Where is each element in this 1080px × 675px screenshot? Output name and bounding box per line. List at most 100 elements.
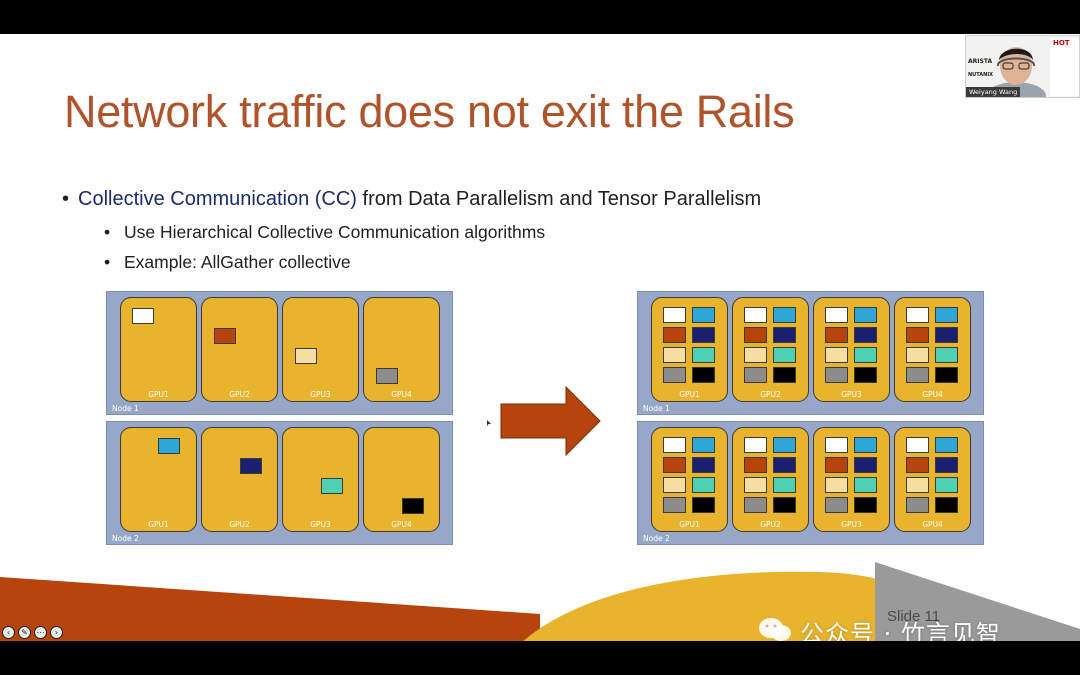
data-chunk xyxy=(663,477,686,493)
gpu-label: GPU3 xyxy=(310,520,331,529)
before-node1-gpu4: GPU4 xyxy=(363,297,440,402)
data-chunk xyxy=(773,347,796,363)
watermark-text: 公众号 · 竹言见智 xyxy=(800,620,1001,641)
data-chunk xyxy=(663,367,686,383)
gpu-label: GPU4 xyxy=(922,390,943,399)
data-chunk xyxy=(692,367,715,383)
data-chunk xyxy=(906,327,929,343)
data-chunk xyxy=(935,477,958,493)
data-chunk xyxy=(773,437,796,453)
after-node-2: GPU1 GPU2 GPU3 GPU4 Node 2 xyxy=(637,421,984,545)
data-chunk xyxy=(744,347,767,363)
data-chunk xyxy=(906,367,929,383)
data-chunk xyxy=(692,327,715,343)
after-node2-gpu4: GPU4 xyxy=(894,427,971,532)
data-chunk xyxy=(854,437,877,453)
data-chunk xyxy=(744,477,767,493)
node-label: Node 1 xyxy=(112,404,139,413)
prev-icon[interactable]: ‹ xyxy=(2,626,15,639)
data-chunk xyxy=(935,457,958,473)
data-chunk xyxy=(376,368,398,384)
data-chunk xyxy=(906,477,929,493)
after-node1-gpu3: GPU3 xyxy=(813,297,890,402)
gpu-label: GPU4 xyxy=(391,390,412,399)
pen-icon[interactable]: ✎ xyxy=(18,626,31,639)
data-chunk xyxy=(744,437,767,453)
gpu-label: GPU1 xyxy=(679,520,700,529)
data-chunk xyxy=(825,347,848,363)
data-chunk xyxy=(744,497,767,513)
after-node1-gpu1: GPU1 xyxy=(651,297,728,402)
gpu-label: GPU1 xyxy=(679,390,700,399)
data-chunk xyxy=(935,367,958,383)
data-chunk xyxy=(825,437,848,453)
bullet-main: •Collective Communication (CC) from Data… xyxy=(62,188,761,211)
node-label: Node 2 xyxy=(112,534,139,543)
data-chunk xyxy=(663,347,686,363)
before-node2-gpu1: GPU1 xyxy=(120,427,197,532)
gpu-label: GPU3 xyxy=(841,520,862,529)
data-chunk xyxy=(854,457,877,473)
wechat-logo-icon xyxy=(759,618,791,641)
data-chunk xyxy=(214,328,236,344)
before-node2-gpu4: GPU4 xyxy=(363,427,440,532)
before-node1-gpu2: GPU2 xyxy=(201,297,278,402)
data-chunk xyxy=(854,307,877,323)
data-chunk xyxy=(663,327,686,343)
data-chunk xyxy=(744,457,767,473)
data-chunk xyxy=(906,457,929,473)
next-icon[interactable]: › xyxy=(50,626,63,639)
chunk-grid xyxy=(744,437,800,517)
data-chunk xyxy=(935,497,958,513)
chunk-grid xyxy=(663,307,719,387)
data-chunk xyxy=(240,458,262,474)
data-chunk xyxy=(321,478,343,494)
more-icon[interactable]: ⋯ xyxy=(34,626,47,639)
data-chunk xyxy=(773,327,796,343)
data-chunk xyxy=(906,497,929,513)
before-node2-gpu3: GPU3 xyxy=(282,427,359,532)
sponsor-hot: HOT xyxy=(1053,39,1070,47)
sub-bullet-text: Example: AllGather collective xyxy=(124,252,351,272)
sub-bullet-1: •Use Hierarchical Collective Communicati… xyxy=(104,222,545,243)
before-node2-gpu2: GPU2 xyxy=(201,427,278,532)
data-chunk xyxy=(692,477,715,493)
data-chunk xyxy=(663,307,686,323)
before-node-1: GPU1 GPU2 GPU3 GPU4 Node 1 xyxy=(106,291,453,415)
data-chunk xyxy=(692,497,715,513)
data-chunk xyxy=(663,497,686,513)
before-node1-gpu3: GPU3 xyxy=(282,297,359,402)
data-chunk xyxy=(773,367,796,383)
chunk-grid xyxy=(663,437,719,517)
after-node1-gpu2: GPU2 xyxy=(732,297,809,402)
data-chunk xyxy=(854,367,877,383)
letterbox-top xyxy=(0,0,1080,34)
data-chunk xyxy=(692,307,715,323)
data-chunk xyxy=(854,477,877,493)
gpu-label: GPU2 xyxy=(229,520,250,529)
letterbox-bottom xyxy=(0,641,1080,675)
bullet-rest: from Data Parallelism and Tensor Paralle… xyxy=(356,188,762,210)
node-label: Node 1 xyxy=(643,404,670,413)
data-chunk xyxy=(295,348,317,364)
data-chunk xyxy=(854,497,877,513)
before-node-2: GPU1 GPU2 GPU3 GPU4 Node 2 xyxy=(106,421,453,545)
chunk-grid xyxy=(825,307,881,387)
bullet-dot: • xyxy=(104,252,111,272)
gpu-label: GPU4 xyxy=(391,520,412,529)
data-chunk xyxy=(935,327,958,343)
gpu-label: GPU3 xyxy=(310,390,331,399)
gpu-label: GPU2 xyxy=(760,390,781,399)
gpu-label: GPU1 xyxy=(148,520,169,529)
data-chunk xyxy=(825,497,848,513)
data-chunk xyxy=(825,367,848,383)
speaker-video: HOT ARISTA NUTANIX Weiyang Wang xyxy=(965,35,1080,98)
right-arrow-icon xyxy=(500,386,601,456)
data-chunk xyxy=(935,437,958,453)
chunk-grid xyxy=(744,307,800,387)
decorative-wave xyxy=(523,562,1080,641)
data-chunk xyxy=(935,307,958,323)
sponsor-arista: ARISTA xyxy=(968,58,993,65)
slide-title: Network traffic does not exit the Rails xyxy=(64,86,795,137)
data-chunk xyxy=(744,307,767,323)
